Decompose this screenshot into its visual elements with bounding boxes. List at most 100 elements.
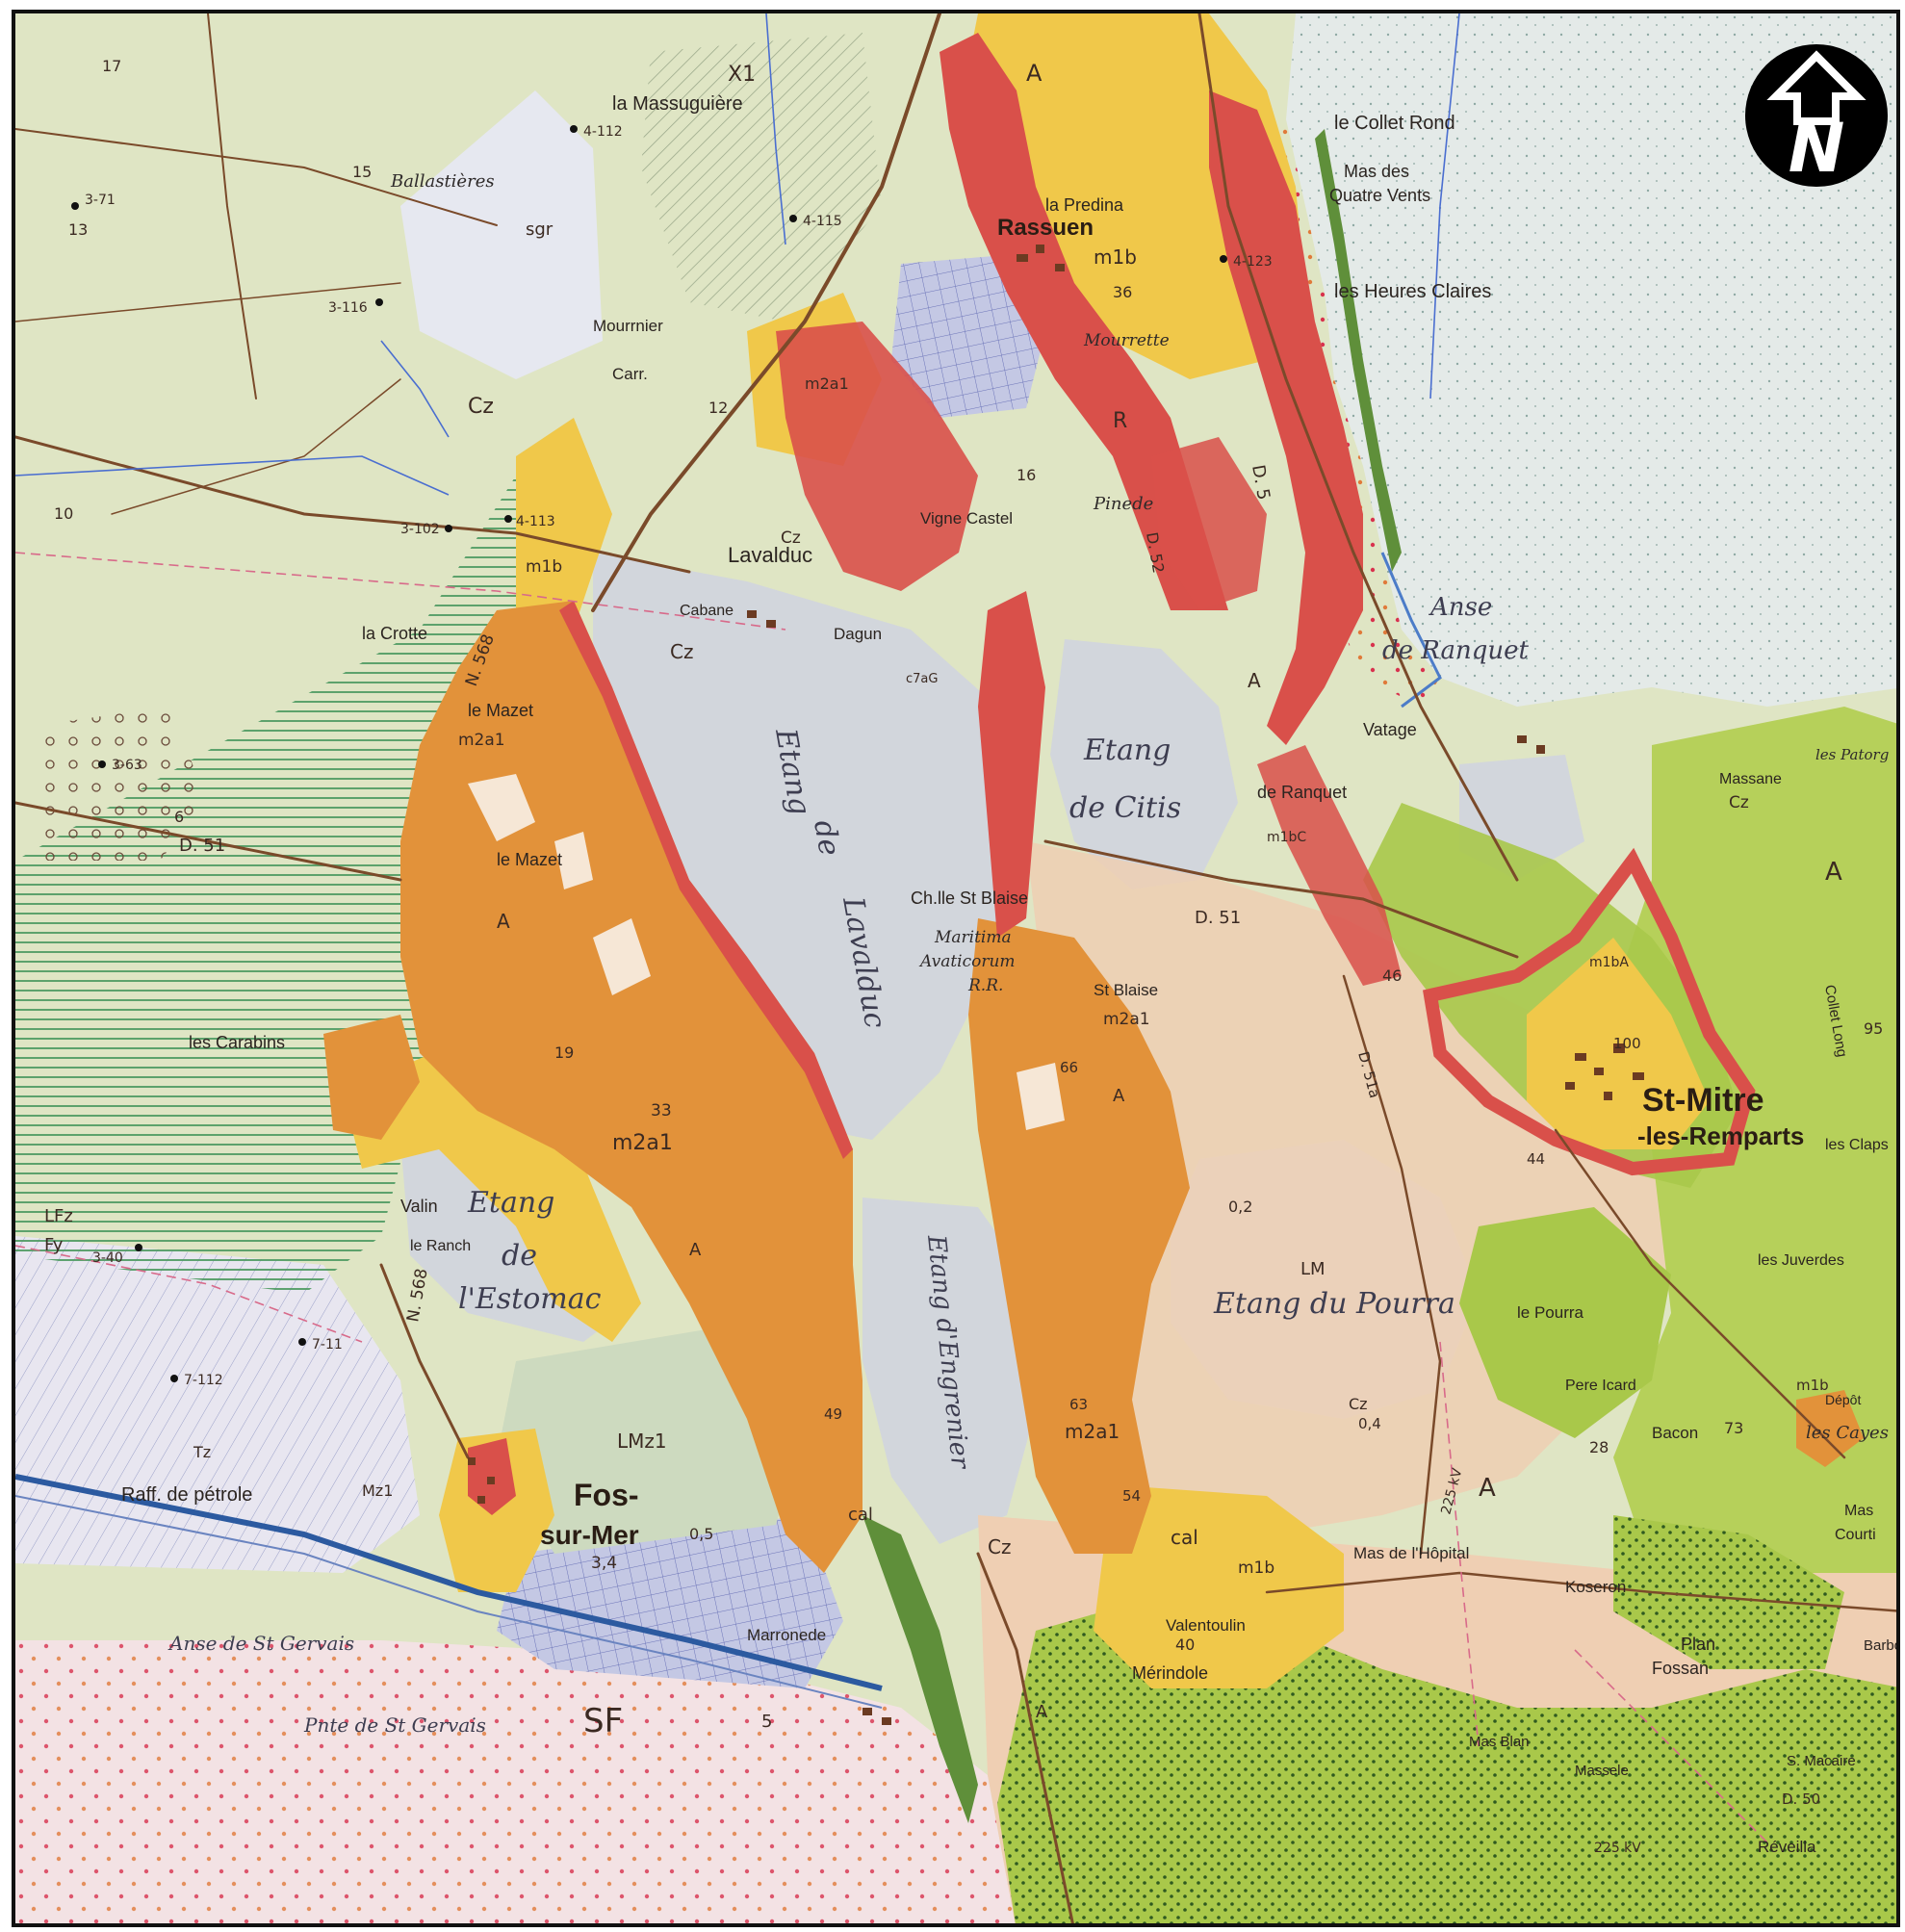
code-tz: Tz: [193, 1443, 211, 1461]
place-barbo: Barbo: [1864, 1637, 1900, 1654]
num-40: 40: [1175, 1636, 1195, 1654]
place-massuguiere: la Massuguière: [612, 93, 743, 115]
label-etang-estomac-1: Etang: [467, 1186, 554, 1220]
num-10: 10: [54, 504, 73, 523]
code-m2a1-3: m2a1: [1065, 1420, 1120, 1443]
place-plan-2: Fossan: [1652, 1659, 1709, 1678]
num-0-5: 0,5: [689, 1525, 713, 1543]
ref-3-40: 3-40: [92, 1250, 123, 1266]
code-a-3: A: [689, 1240, 702, 1260]
label-anse-gervais: Anse de St Gervais: [167, 1632, 354, 1655]
saltpans-rassuen: [891, 254, 1045, 418]
forest-mid: [1613, 1515, 1844, 1669]
place-predina: la Predina: [1045, 195, 1124, 215]
code-m1b-4: m1b: [1796, 1377, 1829, 1394]
place-depot: Dépôt: [1825, 1392, 1861, 1407]
label-anse-ranquet-1: Anse: [1429, 593, 1492, 622]
code-cal-2: cal: [848, 1505, 873, 1525]
place-massane: Massane: [1719, 771, 1782, 787]
borehole-markers: [71, 125, 1227, 1382]
num-95: 95: [1864, 1019, 1883, 1038]
place-raff: Raff. de pétrole: [121, 1484, 252, 1506]
code-cz-5: Cz: [1729, 793, 1749, 812]
label-pnte-gervais: Pnte de St Gervais: [303, 1713, 486, 1737]
num-16: 16: [1017, 466, 1036, 484]
orange-carabins: [323, 1015, 420, 1140]
code-mz1: Mz1: [362, 1481, 393, 1500]
code-sf: SF: [583, 1702, 623, 1740]
north-arrow-shape: [1766, 50, 1866, 125]
pale-patch-3: [1017, 1063, 1065, 1130]
place-maritima-2: Avaticorum: [918, 952, 1016, 971]
ref-7-11: 7-11: [312, 1337, 343, 1352]
code-c7ag: c7aG: [906, 672, 938, 686]
code-m2a1-4: m2a1: [1103, 1010, 1150, 1029]
code-x1: X1: [728, 63, 756, 87]
place-st-blaise: St Blaise: [1094, 981, 1158, 999]
ref-7-112: 7-112: [184, 1373, 223, 1388]
place-carr: Carr.: [612, 365, 648, 383]
label-etang-lavalduc-2: de: [807, 817, 846, 858]
ref-4-123: 4-123: [1233, 254, 1273, 270]
place-heures: les Heures Claires: [1334, 281, 1491, 302]
pale-patch-1: [468, 774, 535, 841]
code-cz-3: Cz: [781, 528, 801, 548]
num-19: 19: [554, 1043, 574, 1062]
place-maritima-1: Maritima: [934, 928, 1012, 947]
num-28: 28: [1589, 1438, 1609, 1456]
code-cz-2: Cz: [670, 640, 693, 663]
geologic-map: Etang de Lavalduc Etang de Citis Etang d…: [12, 10, 1900, 1927]
label-etang-estomac-3: l'Estomac: [458, 1282, 602, 1316]
code-lmz1: LMz1: [617, 1430, 667, 1453]
place-cayes: les Cayes: [1806, 1423, 1889, 1443]
place-maritima-3: R.R.: [967, 976, 1003, 995]
red-band-east: [1209, 90, 1363, 745]
num-12: 12: [708, 399, 728, 417]
green-band-south: [1459, 1207, 1671, 1438]
place-marronede: Marronede: [747, 1626, 826, 1644]
pale-patch-2: [593, 918, 651, 995]
road-d51b: D. 51: [1195, 908, 1241, 928]
north-arrow-icon: [1745, 44, 1888, 187]
sea-bottom-left-dots: [15, 1640, 1016, 1923]
code-m1ba: m1bA: [1589, 955, 1629, 970]
code-cal-1: cal: [1171, 1526, 1198, 1549]
place-mas-courtine-2: Courti: [1835, 1527, 1876, 1543]
place-vigne: Vigne Castel: [920, 509, 1013, 528]
red-m1b-strip: [1257, 745, 1402, 986]
place-mas-hopital: Mas de l'Hôpital: [1353, 1544, 1469, 1562]
num-15: 15: [352, 163, 372, 181]
num-44: 44: [1527, 1150, 1545, 1168]
power-lines: [15, 552, 1768, 1843]
num-33: 33: [651, 1101, 672, 1121]
ref-3-63: 3-63: [112, 758, 142, 773]
place-pourra: le Pourra: [1517, 1303, 1584, 1322]
ref-3-116: 3-116: [328, 300, 368, 316]
place-koseron: Koseron: [1565, 1578, 1626, 1596]
place-mas-courtine-1: Mas: [1844, 1503, 1873, 1519]
place-vatage: Vatage: [1363, 720, 1417, 739]
orchard-west: [35, 707, 208, 861]
canal-line-2: [15, 1495, 883, 1709]
road-d51: D. 51: [179, 836, 225, 856]
code-m1bc: m1bC: [1267, 830, 1306, 845]
code-cz-1: Cz: [468, 395, 494, 419]
ref-3-102: 3-102: [400, 522, 440, 537]
code-a-8: A: [1036, 1702, 1048, 1722]
ref-4-112: 4-112: [583, 124, 623, 140]
code-m1b-3: m1b: [1238, 1558, 1274, 1578]
orange-ridge-west: [400, 601, 862, 1573]
label-etang-citis-1: Etang: [1083, 734, 1171, 767]
num-0-4: 0,4: [1358, 1415, 1381, 1432]
ref-3-71: 3-71: [85, 193, 116, 208]
code-a-5: A: [1825, 858, 1842, 887]
code-m2a1-2: m2a1: [612, 1131, 673, 1155]
code-m1b-1: m1b: [1094, 245, 1137, 269]
yellow-fos-strip: [343, 1034, 641, 1342]
code-a-2: A: [497, 910, 510, 933]
code-r: R: [1113, 409, 1127, 433]
north-arrow-badge: N: [1745, 44, 1888, 188]
lagoon-ballastieres: [400, 90, 603, 379]
place-massele: Massele: [1575, 1763, 1629, 1779]
num-3-4: 3,4: [591, 1554, 617, 1573]
